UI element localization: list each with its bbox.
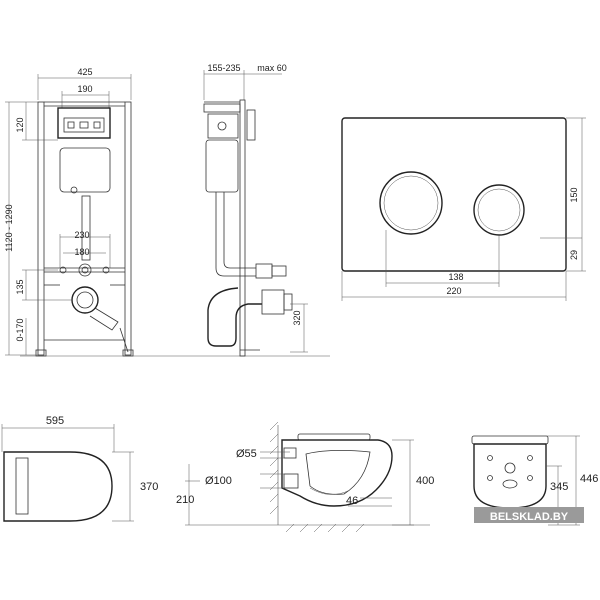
dim-220: 220	[446, 286, 461, 296]
dim-190: 190	[77, 84, 92, 94]
bowl-side-view: Ø55 Ø100 210 400 46	[176, 421, 434, 533]
flush-plate	[341, 117, 567, 272]
dim-max-60: max 60	[257, 63, 287, 73]
bowl-top-view: 595 370	[1, 415, 158, 522]
dim-210: 210	[176, 494, 194, 506]
dim-425: 425	[77, 67, 92, 77]
watermark-bg	[474, 507, 584, 523]
dim-400: 400	[416, 475, 434, 487]
bowl-top-outline	[3, 451, 113, 522]
dim-320: 320	[292, 310, 302, 325]
dim-138: 138	[448, 272, 463, 282]
frame-front-view: 425 190 230 180	[4, 67, 134, 357]
flush-button-small	[473, 184, 525, 236]
dim-120: 120	[15, 117, 25, 132]
dim-150: 150	[569, 187, 579, 202]
side-rail	[239, 99, 246, 357]
seat-side	[297, 433, 371, 441]
dim-29: 29	[569, 250, 579, 260]
watermark: BELSKLAD.BY	[490, 511, 569, 523]
service-opening	[57, 107, 111, 139]
dim-345: 345	[550, 481, 568, 493]
flush-button-large	[379, 171, 443, 235]
drain-outlet	[71, 286, 99, 314]
seat-front	[471, 435, 549, 445]
dim-1120-1290: 1120 - 1290	[4, 204, 14, 251]
bowl-side-outline	[281, 439, 393, 507]
dim-446: 446	[580, 473, 598, 485]
dim-370: 370	[140, 481, 158, 493]
dim-d55: Ø55	[236, 448, 257, 460]
dim-155-235: 155-235	[207, 63, 240, 73]
dim-135: 135	[15, 279, 25, 294]
cistern-side	[205, 139, 239, 193]
flush-plate-view: 150 29 138 220	[341, 117, 586, 301]
dim-230: 230	[74, 230, 89, 240]
dim-d100: Ø100	[205, 475, 232, 487]
dim-0-170: 0-170	[15, 318, 25, 341]
dim-46: 46	[346, 495, 358, 507]
cistern	[59, 147, 111, 193]
frame-side-view: 155-235 max 60 320	[203, 63, 308, 357]
frame-left-upright	[37, 101, 45, 356]
dim-595: 595	[46, 415, 64, 427]
flush-pipe	[81, 195, 91, 261]
bowl-front-outline	[473, 443, 547, 509]
frame-right-upright	[124, 101, 132, 356]
dim-180: 180	[74, 247, 89, 257]
